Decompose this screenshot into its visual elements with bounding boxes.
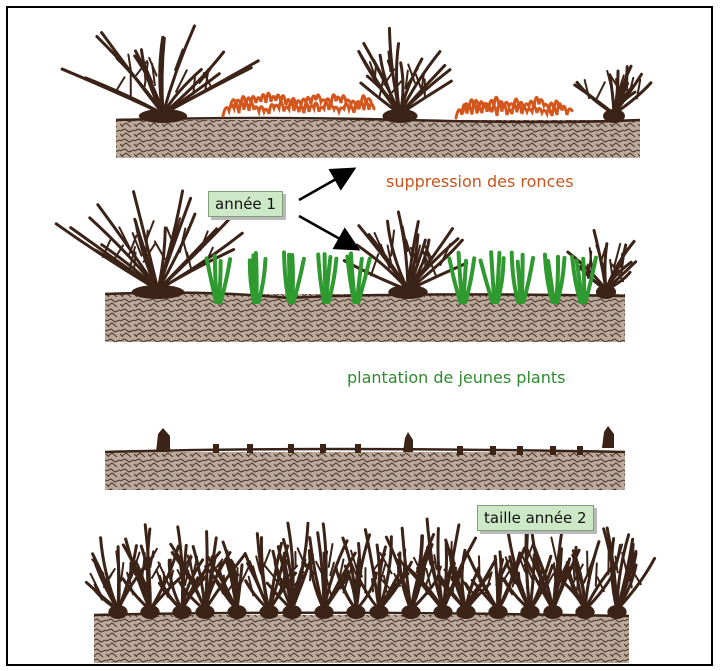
stump bbox=[602, 426, 614, 448]
stump bbox=[490, 446, 496, 455]
year2-text: taille année 2 bbox=[484, 509, 587, 527]
soil-strip-4 bbox=[94, 613, 629, 663]
illustration bbox=[8, 8, 713, 666]
stump bbox=[550, 446, 556, 455]
diagram-frame: année 1 taille année 2 suppression des r… bbox=[6, 6, 713, 666]
stump bbox=[288, 444, 294, 453]
year2-label: taille année 2 bbox=[477, 505, 594, 531]
stump bbox=[156, 428, 170, 452]
stump bbox=[320, 444, 326, 453]
shrub bbox=[575, 66, 651, 123]
shrub bbox=[554, 542, 617, 619]
stump bbox=[577, 446, 583, 455]
caption-planting: plantation de jeunes plants bbox=[347, 368, 565, 387]
shrub bbox=[502, 523, 553, 619]
year1-text: année 1 bbox=[215, 195, 276, 213]
soil-strip-2 bbox=[105, 293, 625, 342]
arrow-to-brambles bbox=[299, 170, 352, 200]
shrub bbox=[604, 528, 655, 619]
stump bbox=[247, 444, 253, 453]
caption-remove-brambles: suppression des ronces bbox=[386, 172, 574, 191]
arrow-to-planting bbox=[299, 216, 356, 248]
soil-strip-1 bbox=[116, 118, 640, 158]
stump bbox=[213, 444, 219, 453]
stump bbox=[403, 432, 413, 452]
year1-label: année 1 bbox=[208, 191, 283, 217]
stump bbox=[355, 444, 361, 453]
stump bbox=[517, 446, 523, 455]
stump bbox=[457, 446, 463, 455]
soil-strip-3 bbox=[105, 449, 625, 490]
